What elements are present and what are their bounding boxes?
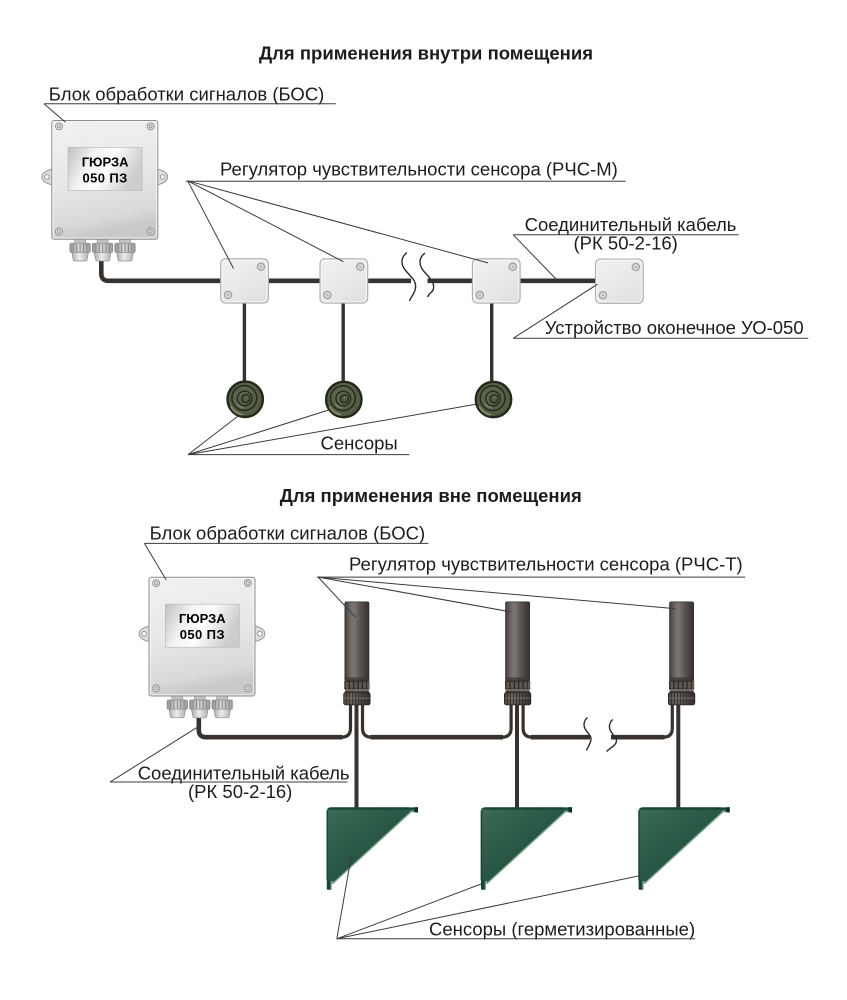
- svg-text:Сенсоры (герметизированные): Сенсоры (герметизированные): [429, 919, 695, 940]
- svg-text:(РК 50-2-16): (РК 50-2-16): [574, 233, 678, 254]
- svg-text:Блок обработки сигналов (БОС): Блок обработки сигналов (БОС): [49, 84, 325, 105]
- svg-text:Регулятор чувствительности сен: Регулятор чувствительности сенсора (РЧС-…: [349, 553, 743, 574]
- svg-text:Соединительный кабель: Соединительный кабель: [138, 763, 350, 784]
- svg-text:Сенсоры: Сенсоры: [321, 432, 398, 453]
- svg-text:(РК 50-2-16): (РК 50-2-16): [188, 781, 292, 802]
- svg-text:Соединительный кабель: Соединительный кабель: [525, 214, 737, 235]
- svg-text:Регулятор чувствительности сен: Регулятор чувствительности сенсора (РЧС-…: [220, 159, 618, 180]
- svg-text:Для применения внутри помещени: Для применения внутри помещения: [259, 43, 593, 64]
- svg-text:Для применения вне помещения: Для применения вне помещения: [280, 485, 582, 506]
- svg-text:Устройство оконечное УО-050: Устройство оконечное УО-050: [545, 317, 804, 338]
- svg-text:Блок обработки сигналов (БОС): Блок обработки сигналов (БОС): [150, 523, 426, 544]
